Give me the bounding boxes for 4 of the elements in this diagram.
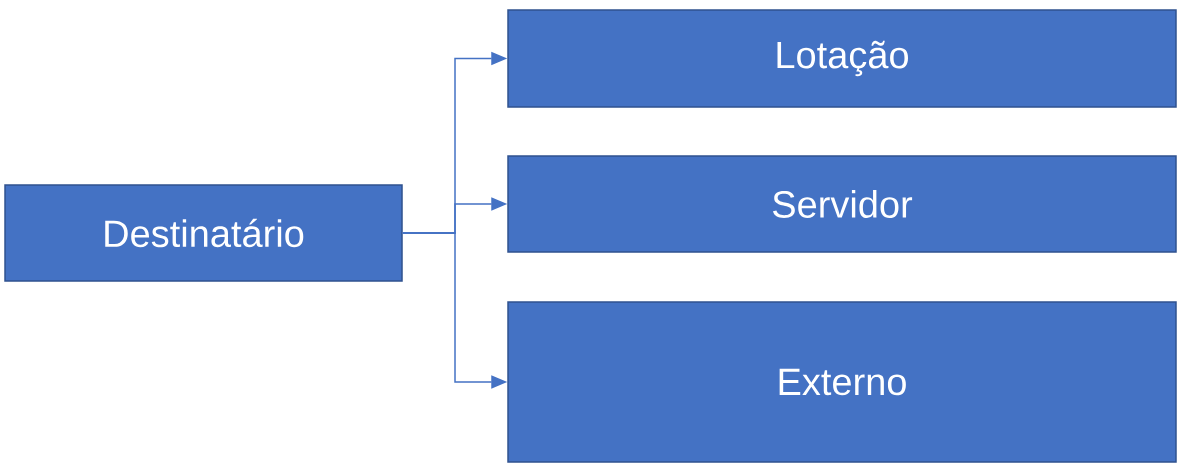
process-box: Servidor <box>507 155 1177 253</box>
process-box: Destinatário <box>4 184 403 282</box>
process-box: Externo <box>507 301 1177 463</box>
process-box: Lotação <box>507 9 1177 108</box>
